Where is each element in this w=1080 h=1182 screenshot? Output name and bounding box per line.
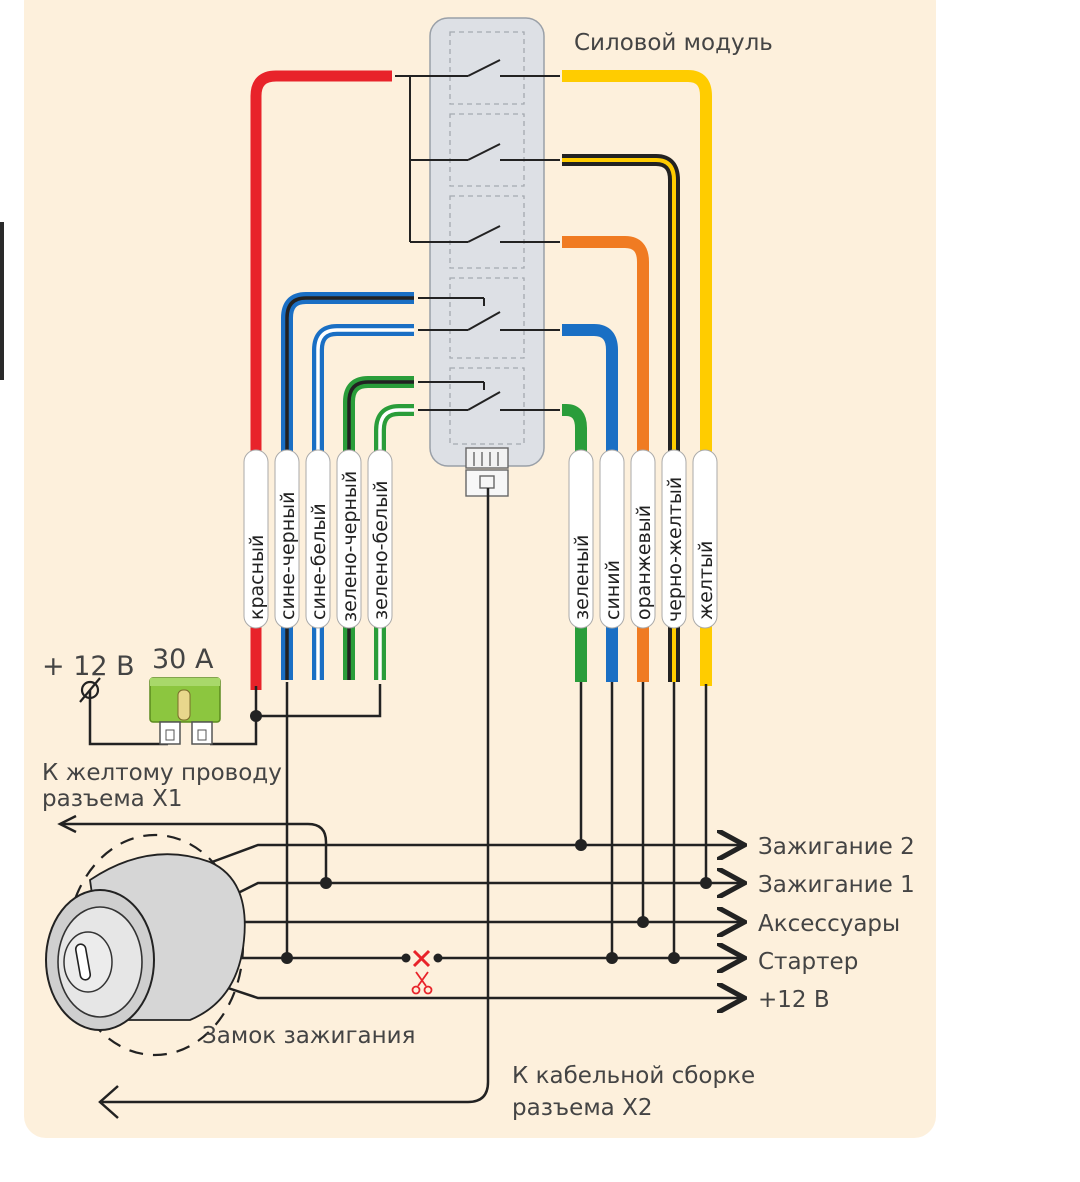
wire-tag-blue-white: сине-белый xyxy=(305,449,331,629)
wire-label-black-yellow: черно-желтый xyxy=(664,477,686,622)
wire-tag-red: красный xyxy=(243,449,269,629)
wire-tag-yellow: желтый xyxy=(692,449,718,629)
red-wire xyxy=(250,70,392,690)
output-label-ignition-2: Зажигание 2 xyxy=(758,834,915,860)
ignition-lock-label: Замок зажигания xyxy=(202,1023,415,1049)
fuse-icon xyxy=(149,677,221,745)
wire-label-blue: синий xyxy=(602,560,624,620)
wire-tag-green-black: зелено-черный xyxy=(336,449,362,629)
yellow-wire-note-line1: К желтому проводу xyxy=(42,760,282,786)
wire-label-yellow: желтый xyxy=(695,541,717,620)
scissors-icon xyxy=(411,971,433,995)
black-yellow-wire xyxy=(562,154,680,682)
wire-tag-blue: синий xyxy=(599,449,625,629)
wire-tag-green-white: зелено-белый xyxy=(367,449,393,629)
wire-label-orange: оранжевый xyxy=(633,505,655,620)
orange-wire xyxy=(562,236,649,682)
blue-black-wire xyxy=(281,292,414,680)
wire-label-green-black: зелено-черный xyxy=(339,471,361,622)
wire-tag-orange: оранжевый xyxy=(630,449,656,629)
connection-lines xyxy=(57,488,708,1119)
junction-dots xyxy=(250,710,712,964)
blue-wire xyxy=(562,324,618,682)
wire-label-red: красный xyxy=(246,535,268,620)
green-black-wire xyxy=(343,376,414,680)
yellow-wire-note-line2: разъема Х1 xyxy=(42,786,182,812)
power-module-label: Силовой модуль xyxy=(574,30,773,56)
fuse-voltage-label: + 12 В xyxy=(42,651,135,682)
output-label-12v: +12 В xyxy=(758,987,830,1013)
yellow-wire xyxy=(562,70,712,686)
wire-label-green: зеленый xyxy=(571,535,593,620)
cut-mark-icon xyxy=(401,949,443,968)
wire-tag-green: зеленый xyxy=(568,449,594,629)
cable-note-line2: разъема Х2 xyxy=(512,1095,652,1121)
wire-tag-blue-black: сине-черный xyxy=(274,449,300,629)
output-label-starter: Стартер xyxy=(758,949,858,975)
wire-label-blue-white: сине-белый xyxy=(308,503,330,620)
fuse-rating-label: 30 А xyxy=(152,644,214,675)
relay-switches xyxy=(395,59,560,411)
output-lines xyxy=(211,845,742,998)
terminal-icon xyxy=(79,677,101,703)
wire-label-blue-black: сине-черный xyxy=(277,491,299,620)
blue-white-wire xyxy=(312,324,414,680)
wire-tag-black-yellow: черно-желтый xyxy=(661,449,687,629)
output-label-accessories: Аксессуары xyxy=(758,911,900,937)
wire-label-green-white: зелено-белый xyxy=(370,481,392,620)
cable-note-line1: К кабельной сборке xyxy=(512,1063,755,1089)
output-label-ignition-1: Зажигание 1 xyxy=(758,872,915,898)
ignition-lock-icon xyxy=(45,833,246,1057)
green-white-wire xyxy=(374,404,414,680)
green-wire xyxy=(562,404,587,682)
edge-bar xyxy=(0,222,4,380)
